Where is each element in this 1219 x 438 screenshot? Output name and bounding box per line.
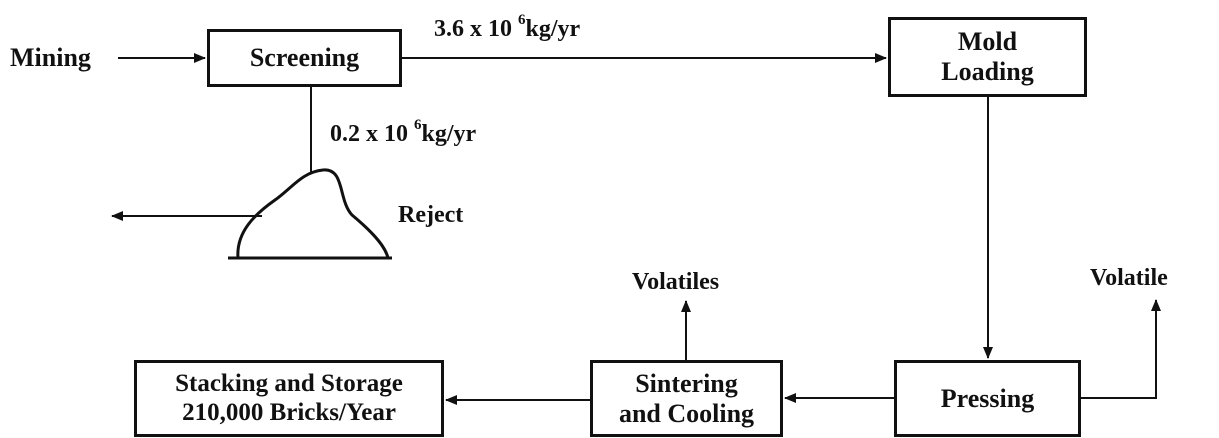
screening-box: Screening <box>207 29 402 87</box>
reject-flow-exponent: 6 <box>414 117 422 133</box>
reject-flow-unit: kg/yr <box>421 121 477 147</box>
stacking-line2: 210,000 Bricks/Year <box>182 398 396 426</box>
reject-flow-base: 0.2 x 10 <box>330 121 408 147</box>
mold-loading-line1: Mold <box>957 27 1018 57</box>
main-flow-base: 3.6 x 10 <box>434 16 512 42</box>
reject-flow-rate: 0.2 x 10 6kg/yr <box>330 118 477 147</box>
volatiles-label: Volatiles <box>632 269 720 295</box>
main-flow-exponent: 6 <box>518 12 526 28</box>
pressing-label: Pressing <box>940 383 1035 413</box>
sintering-box: Sintering and Cooling <box>590 360 783 437</box>
sintering-line1: Sintering <box>635 368 738 398</box>
stacking-box: Stacking and Storage 210,000 Bricks/Year <box>134 360 444 437</box>
main-flow-rate: 3.6 x 10 6kg/yr <box>434 13 581 42</box>
sintering-line2: and Cooling <box>618 398 755 428</box>
mold-loading-box: Mold Loading <box>888 17 1087 97</box>
arrow-pressing-volatile <box>1081 299 1161 399</box>
main-flow-unit: kg/yr <box>525 16 581 42</box>
pressing-box: Pressing <box>894 360 1081 437</box>
screening-label: Screening <box>249 43 360 73</box>
volatile-label: Volatile <box>1090 265 1168 291</box>
reject-label: Reject <box>398 202 464 228</box>
stacking-line1: Stacking and Storage <box>175 369 403 397</box>
reject-pile <box>236 168 390 259</box>
mining-label: Mining <box>10 43 91 72</box>
mold-loading-line2: Loading <box>941 57 1034 86</box>
